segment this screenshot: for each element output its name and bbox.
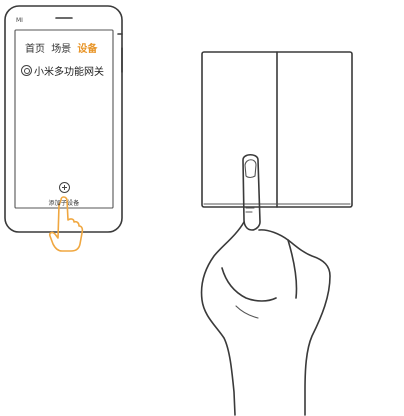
- device-list-item[interactable]: 小米多功能网关: [21, 63, 104, 78]
- pressing-hand-icon: [200, 153, 331, 416]
- two-gang-switch: [201, 51, 353, 208]
- gateway-icon: [21, 65, 32, 76]
- mi-logo-icon: MI: [16, 17, 23, 24]
- phone-tab-bar: 首页 场景 设备: [25, 40, 100, 55]
- orange-hand-icon: [49, 196, 84, 252]
- phone-outline: MI: [4, 5, 123, 233]
- add-subdevice-button[interactable]: 添加子设备: [15, 178, 113, 207]
- tab-home[interactable]: 首页: [25, 44, 45, 55]
- tab-devices[interactable]: 设备: [77, 44, 98, 55]
- device-name: 小米多功能网关: [34, 67, 104, 78]
- add-subdevice-label: 添加子设备: [48, 200, 80, 207]
- tab-scenes[interactable]: 场景: [51, 44, 72, 55]
- plus-circle-icon: [58, 182, 70, 193]
- phone-screen: 首页 场景 设备 小米多功能网关 添加子设备: [15, 30, 113, 208]
